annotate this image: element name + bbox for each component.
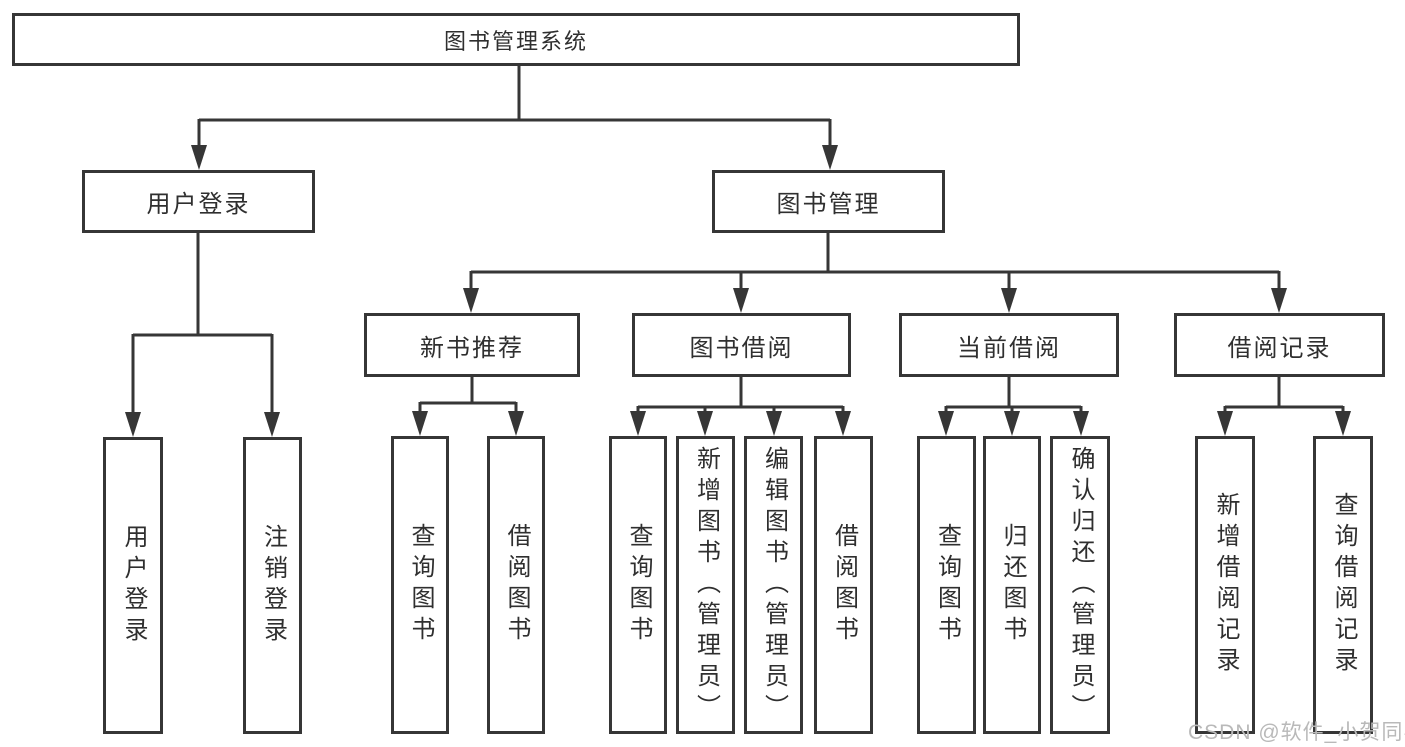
arrowhead: [835, 411, 851, 436]
arrowhead: [1004, 411, 1020, 436]
leaf-query-books-1-label: 查询图书: [407, 523, 434, 647]
leaf-query-books-2-label: 查询图书: [625, 523, 652, 647]
node-book-management-label: 图书管理: [776, 191, 881, 218]
node-book-borrowing: 图书借阅: [632, 313, 851, 377]
arrowhead: [412, 411, 428, 436]
node-root-label: 图书管理系统: [443, 28, 588, 54]
arrowhead: [938, 411, 954, 436]
node-user-login: 用户登录: [82, 170, 315, 233]
leaf-confirm-return-admin: 确认归还（管理员）: [1050, 436, 1110, 734]
connector-book-borrow-to-leaves: [636, 377, 845, 412]
leaf-user-login: 用户登录: [103, 437, 163, 734]
connector-records-to-leaves: [1223, 377, 1345, 412]
leaf-logout-label: 注销登录: [259, 523, 287, 648]
arrowhead: [125, 412, 141, 437]
arrowhead: [822, 145, 838, 170]
leaf-confirm-return-admin-label: 确认归还（管理员）: [1067, 445, 1094, 725]
arrowhead: [766, 411, 782, 436]
arrowhead: [1001, 288, 1017, 313]
leaf-query-books-3: 查询图书: [917, 436, 976, 734]
arrowhead: [630, 411, 646, 436]
node-borrowing-records: 借阅记录: [1174, 313, 1385, 377]
leaf-add-borrow-record-label: 新增借阅记录: [1212, 492, 1239, 678]
leaf-query-books-1: 查询图书: [391, 436, 449, 734]
leaf-logout: 注销登录: [243, 437, 302, 734]
leaf-add-books-admin-label: 新增图书（管理员）: [692, 445, 720, 725]
leaf-user-login-label: 用户登录: [120, 523, 147, 648]
node-book-management: 图书管理: [712, 170, 945, 233]
arrowhead: [508, 411, 524, 436]
leaf-borrow-books-2-label: 借阅图书: [830, 523, 858, 647]
node-current-borrowing: 当前借阅: [899, 313, 1119, 377]
arrowhead: [733, 288, 749, 313]
leaf-add-books-admin: 新增图书（管理员）: [676, 436, 735, 734]
leaf-add-borrow-record: 新增借阅记录: [1195, 436, 1255, 734]
leaf-borrow-books-1-label: 借阅图书: [503, 523, 530, 647]
arrowhead: [264, 412, 280, 437]
connector-root-to-level2: [197, 66, 832, 146]
csdn-watermark: CSDN @软件_小贺同学: [1188, 721, 1405, 744]
arrowhead: [1335, 411, 1351, 436]
connector-new-book-to-leaves: [418, 377, 518, 412]
leaf-return-books: 归还图书: [983, 436, 1041, 734]
leaf-edit-books-admin: 编辑图书（管理员）: [744, 436, 803, 734]
leaf-borrow-books-2: 借阅图书: [814, 436, 873, 734]
leaf-return-books-label: 归还图书: [999, 523, 1026, 647]
arrowhead: [463, 288, 479, 313]
leaf-query-borrow-record: 查询借阅记录: [1313, 436, 1373, 734]
leaf-query-books-3-label: 查询图书: [933, 523, 961, 647]
node-root: 图书管理系统: [12, 13, 1020, 66]
node-book-borrowing-label: 图书借阅: [689, 334, 794, 362]
leaf-edit-books-admin-label: 编辑图书（管理员）: [760, 445, 788, 725]
node-borrowing-records-label: 借阅记录: [1227, 334, 1332, 362]
connector-user-login-to-leaves: [131, 233, 274, 413]
node-new-book-recommend-label: 新书推荐: [420, 334, 524, 362]
leaf-query-borrow-record-label: 查询借阅记录: [1330, 492, 1357, 678]
connector-current-borrow-to-leaves: [944, 377, 1083, 412]
connector-book-mgmt-to-level3: [469, 233, 1281, 289]
leaf-query-books-2: 查询图书: [609, 436, 667, 734]
node-user-login-label: 用户登录: [146, 191, 251, 218]
node-new-book-recommend: 新书推荐: [364, 313, 580, 377]
arrowhead: [191, 145, 207, 170]
arrowhead: [1271, 288, 1287, 313]
arrowhead: [697, 411, 713, 436]
arrowhead: [1217, 411, 1233, 436]
arrowhead: [1073, 411, 1089, 436]
leaf-borrow-books-1: 借阅图书: [487, 436, 545, 734]
node-current-borrowing-label: 当前借阅: [957, 334, 1061, 362]
